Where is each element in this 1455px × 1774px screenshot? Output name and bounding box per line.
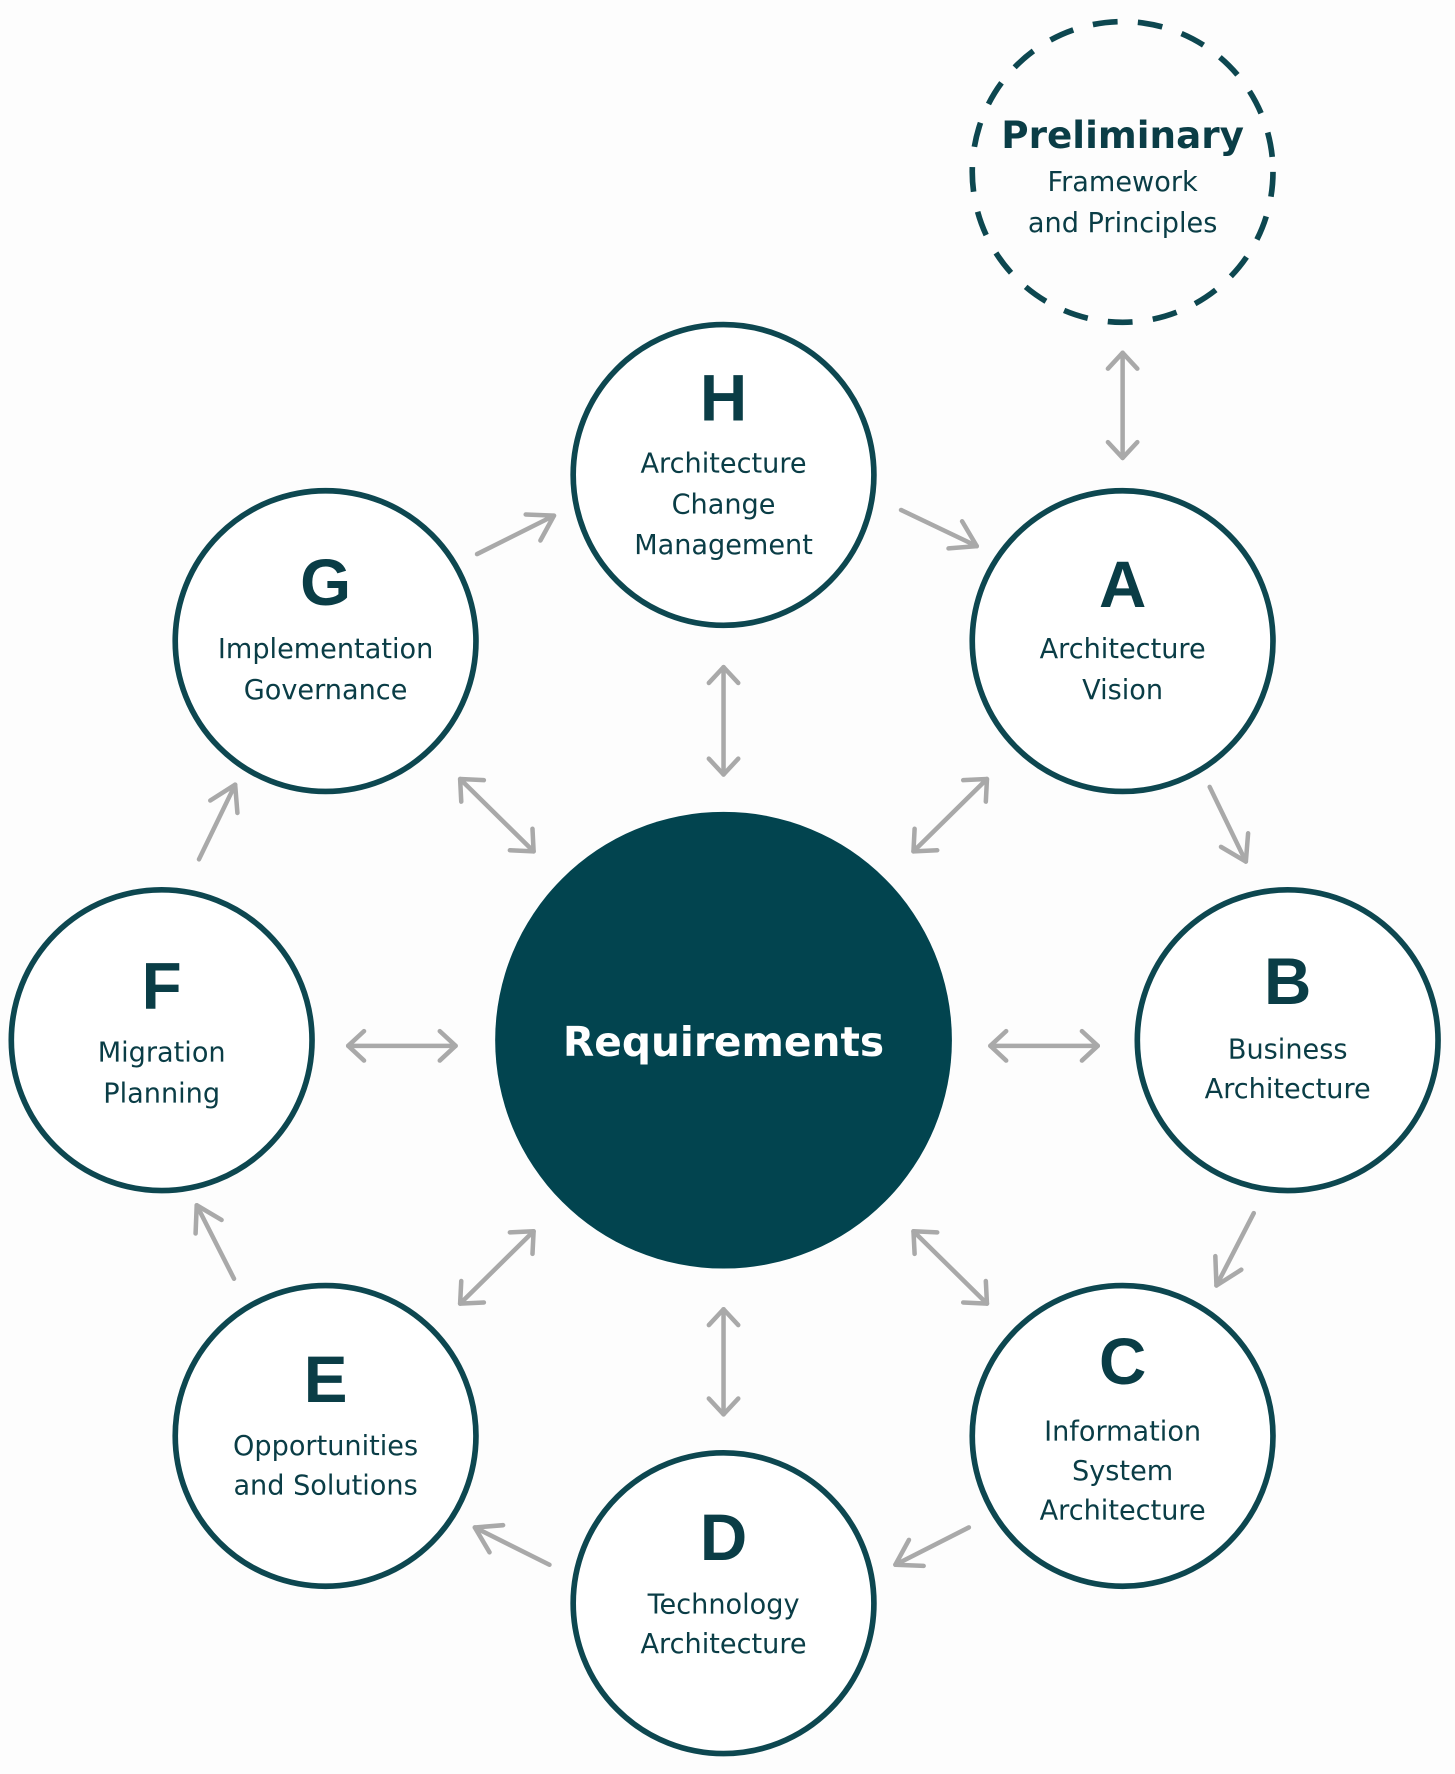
phase-label-g-2: Governance xyxy=(244,675,408,706)
requirements-links xyxy=(345,350,1140,1417)
arrow-a-to-b xyxy=(1207,784,1251,864)
preliminary-title: Preliminary xyxy=(1001,113,1244,157)
phase-ring-c xyxy=(969,1282,1276,1590)
phase-letter-h: H xyxy=(700,362,747,435)
preliminary-dashed-ring xyxy=(969,18,1276,326)
phase-node-a[interactable]: A Architecture Vision xyxy=(969,487,1276,795)
phase-node-f[interactable]: F Migration Planning xyxy=(8,887,315,1194)
requirements-node[interactable]: Requirements xyxy=(495,811,952,1269)
phase-node-d[interactable]: D Technology Architecture xyxy=(570,1450,877,1757)
phase-ring-f xyxy=(8,887,315,1194)
phase-label-g-1: Implementation xyxy=(218,634,433,665)
arrow-d-requirements xyxy=(706,1306,741,1417)
phase-ring-d xyxy=(570,1450,877,1757)
phase-label-d-1: Technology xyxy=(647,1589,800,1620)
phase-ring-a xyxy=(969,487,1276,795)
requirements-circle xyxy=(495,811,952,1269)
arrow-d-to-e xyxy=(472,1522,552,1568)
phase-label-c-3: Architecture xyxy=(1040,1496,1206,1527)
arrow-c-to-d xyxy=(893,1525,972,1569)
phase-label-e-1: Opportunities xyxy=(233,1431,418,1462)
phase-node-h[interactable]: H Architecture Change Management xyxy=(570,321,877,629)
phase-letter-f: F xyxy=(142,950,182,1023)
phase-ring-b xyxy=(1134,887,1441,1194)
arrow-c-requirements xyxy=(911,1228,990,1306)
phase-letter-g: G xyxy=(300,546,351,619)
arrow-g-requirements xyxy=(457,776,536,854)
phase-label-a-2: Vision xyxy=(1082,675,1163,706)
phase-letter-a: A xyxy=(1099,548,1146,621)
phase-letter-e: E xyxy=(304,1343,348,1416)
arrow-f-requirements xyxy=(345,1028,458,1063)
arrow-h-to-a xyxy=(898,507,980,551)
phase-letter-d: D xyxy=(700,1501,747,1574)
phase-letter-c: C xyxy=(1099,1325,1146,1398)
arrow-h-requirements xyxy=(706,664,741,777)
arrow-g-to-h xyxy=(474,512,557,557)
phase-label-h-2: Change xyxy=(672,489,776,520)
arrow-b-to-c xyxy=(1213,1210,1257,1288)
preliminary-node[interactable]: Preliminary Framework and Principles xyxy=(969,18,1276,326)
phase-label-b-1: Business xyxy=(1228,1034,1348,1065)
arrow-e-requirements xyxy=(457,1228,536,1306)
phase-label-d-2: Architecture xyxy=(641,1629,807,1660)
phase-ring-g xyxy=(172,487,479,795)
phase-label-h-1: Architecture xyxy=(641,449,807,480)
phase-label-e-2: and Solutions xyxy=(233,1471,417,1502)
phase-node-b[interactable]: B Business Architecture xyxy=(1134,887,1441,1194)
phase-label-f-2: Planning xyxy=(103,1078,220,1109)
arrow-f-to-g xyxy=(196,782,240,862)
arrow-a-requirements xyxy=(911,776,990,854)
phase-letter-b: B xyxy=(1264,945,1311,1018)
phase-ring-h xyxy=(570,321,877,629)
phase-label-a-1: Architecture xyxy=(1040,634,1206,665)
phase-node-g[interactable]: G Implementation Governance xyxy=(172,487,479,795)
phase-ring-e xyxy=(172,1282,479,1590)
arrow-e-to-f xyxy=(193,1202,237,1281)
arrow-preliminary-a xyxy=(1105,350,1140,461)
requirements-label: Requirements xyxy=(563,1018,884,1066)
phase-label-h-3: Management xyxy=(634,530,813,561)
preliminary-line-2: and Principles xyxy=(1028,208,1217,239)
arrow-b-requirements xyxy=(988,1028,1101,1063)
phase-label-c-2: System xyxy=(1072,1456,1173,1487)
phase-node-e[interactable]: E Opportunities and Solutions xyxy=(172,1282,479,1590)
cycle-arrows xyxy=(193,507,1257,1569)
preliminary-line-1: Framework xyxy=(1048,167,1198,198)
phase-label-b-2: Architecture xyxy=(1205,1074,1371,1105)
phase-label-c-1: Information xyxy=(1044,1416,1201,1447)
phase-label-f-1: Migration xyxy=(98,1038,226,1069)
phase-node-c[interactable]: C Information System Architecture xyxy=(969,1282,1276,1590)
